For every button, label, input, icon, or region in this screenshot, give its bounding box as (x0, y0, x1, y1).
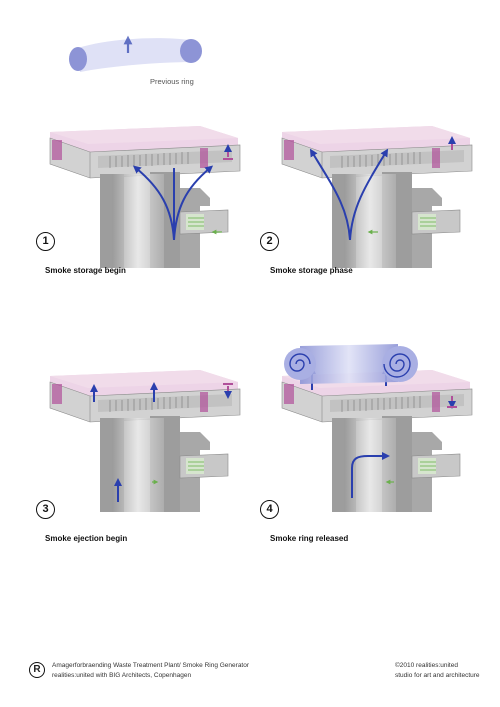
step-4-diagram (281, 366, 473, 513)
step-3-caption: Smoke ejection begin (45, 534, 128, 543)
footer-credits: Amagerforbraending Waste Treatment Plant… (52, 661, 249, 681)
credit-line: realities:united with BIG Architects, Co… (52, 672, 192, 679)
copyright-line: ©2010 realities:united (395, 662, 458, 669)
project-line: Amagerforbraending Waste Treatment Plant… (52, 662, 250, 669)
realities-united-logo: R (29, 662, 45, 678)
step-2-caption: Smoke storage phase (270, 266, 353, 275)
chamber-drop-icon (223, 383, 233, 399)
step-2-number: 2 (260, 232, 279, 251)
previous-ring-icon (69, 35, 202, 72)
chamber-drop-icon (447, 396, 457, 409)
smoke-ring-icon (284, 344, 418, 384)
studio-line: studio for art and architecture (395, 672, 480, 679)
step-1-caption: Smoke storage begin (45, 266, 126, 275)
step-3-number: 3 (36, 500, 55, 519)
step-3-diagram (49, 369, 241, 513)
step-4-caption: Smoke ring released (270, 534, 349, 543)
step-2-diagram (281, 125, 473, 269)
chamber-rise-icon (223, 144, 233, 160)
footer-copyright: ©2010 realities:united studio for art an… (395, 661, 480, 681)
step-4-number: 4 (260, 500, 279, 519)
previous-ring-label: Previous ring (150, 77, 194, 86)
step-1-number: 1 (36, 232, 55, 251)
step-1-diagram (49, 125, 241, 269)
